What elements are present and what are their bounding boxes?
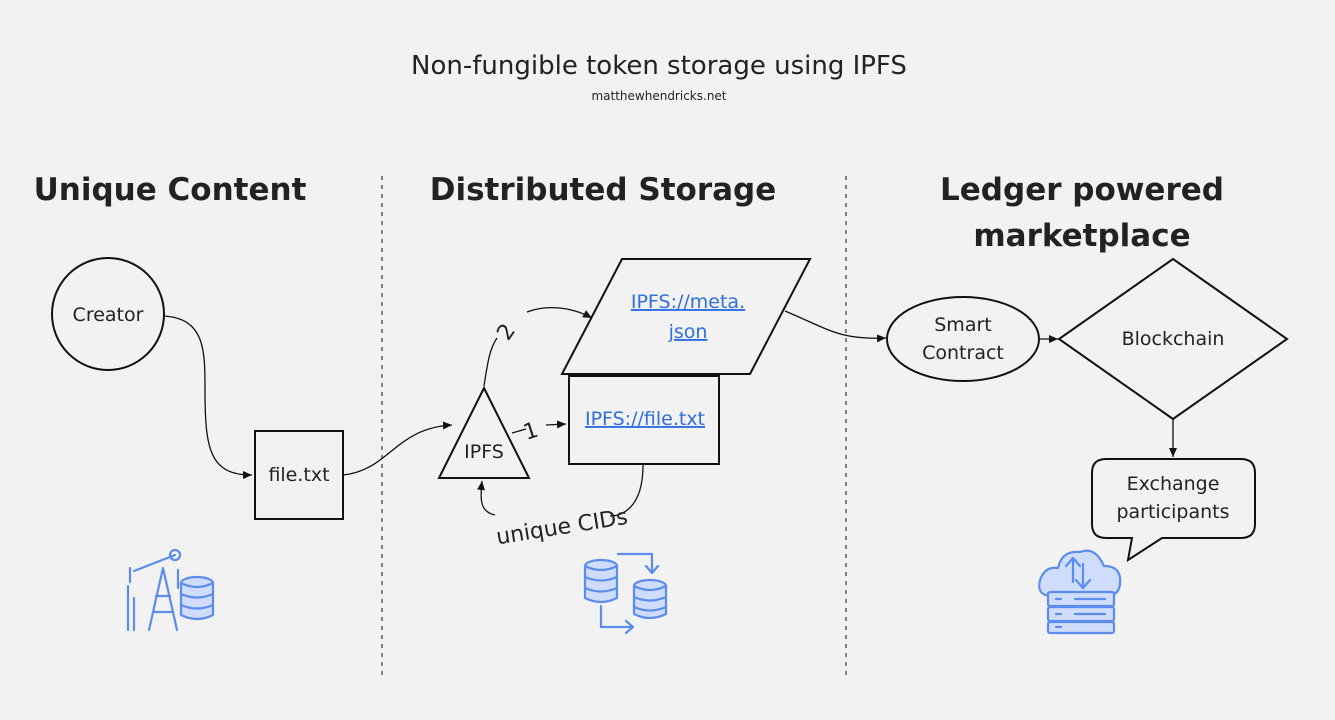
ipfs-triangle xyxy=(437,385,531,479)
node-meta-json[interactable]: IPFS://meta. json xyxy=(560,258,812,375)
smart-contract-ellipse xyxy=(886,296,1040,382)
edge-meta-to-contract xyxy=(784,310,887,343)
creator-circle xyxy=(51,257,165,371)
file-link-box xyxy=(568,375,720,465)
edge-ipfs-to-file-link-a xyxy=(511,428,527,434)
node-exchange-participants[interactable]: Exchange participants xyxy=(1091,458,1256,563)
file-label: file.txt xyxy=(268,464,329,486)
file-box xyxy=(254,430,344,520)
exchange-line2: participants xyxy=(1116,501,1229,523)
node-file-link[interactable]: IPFS://file.txt xyxy=(568,375,720,465)
node-file[interactable]: file.txt xyxy=(254,430,344,520)
cloud-server-icon xyxy=(1038,549,1122,635)
edge-file-to-ipfs xyxy=(342,421,453,476)
section-heading-ledger-line1: Ledger powered xyxy=(940,172,1224,208)
oil-pump-database-icon xyxy=(126,548,215,632)
section-heading-distributed-storage: Distributed Storage xyxy=(430,172,777,208)
node-blockchain[interactable]: Blockchain xyxy=(1057,257,1289,421)
meta-link-line1[interactable]: IPFS://meta. xyxy=(631,291,745,313)
section-heading-unique-content: Unique Content xyxy=(34,172,307,208)
smart-contract-line1: Smart xyxy=(934,314,991,336)
node-smart-contract[interactable]: Smart Contract xyxy=(886,296,1040,382)
database-sync-icon xyxy=(583,552,668,635)
ipfs-label: IPFS xyxy=(464,441,504,463)
creator-label: Creator xyxy=(73,304,144,326)
meta-link-line2[interactable]: json xyxy=(668,321,708,343)
edge-ipfs-to-meta-a xyxy=(483,337,498,387)
edge-cids-return-a xyxy=(609,464,644,517)
diagram-title: Non-fungible token storage using IPFS xyxy=(411,51,907,81)
blockchain-label: Blockchain xyxy=(1122,328,1225,350)
meta-parallelogram xyxy=(560,258,812,375)
edge-creator-to-file xyxy=(162,315,253,479)
diagram-subtitle: matthewhendricks.net xyxy=(591,89,726,103)
edge-cids-return-b xyxy=(477,480,496,516)
edge-label-step-2: 2 xyxy=(492,319,521,345)
file-link-text[interactable]: IPFS://file.txt xyxy=(585,408,705,430)
section-heading-ledger-line2: marketplace xyxy=(973,218,1190,254)
edge-ipfs-to-file-link-b xyxy=(545,420,567,429)
smart-contract-line2: Contract xyxy=(922,342,1004,364)
exchange-callout xyxy=(1091,458,1256,563)
exchange-line1: Exchange xyxy=(1127,473,1220,495)
node-ipfs[interactable]: IPFS xyxy=(437,385,531,479)
edge-ipfs-to-meta-b xyxy=(526,307,593,319)
blockchain-diamond xyxy=(1057,257,1289,421)
edge-label-step-1: 1 xyxy=(520,418,541,446)
edge-label-unique-cids: unique CIDs xyxy=(495,505,630,550)
node-creator[interactable]: Creator xyxy=(51,257,165,371)
